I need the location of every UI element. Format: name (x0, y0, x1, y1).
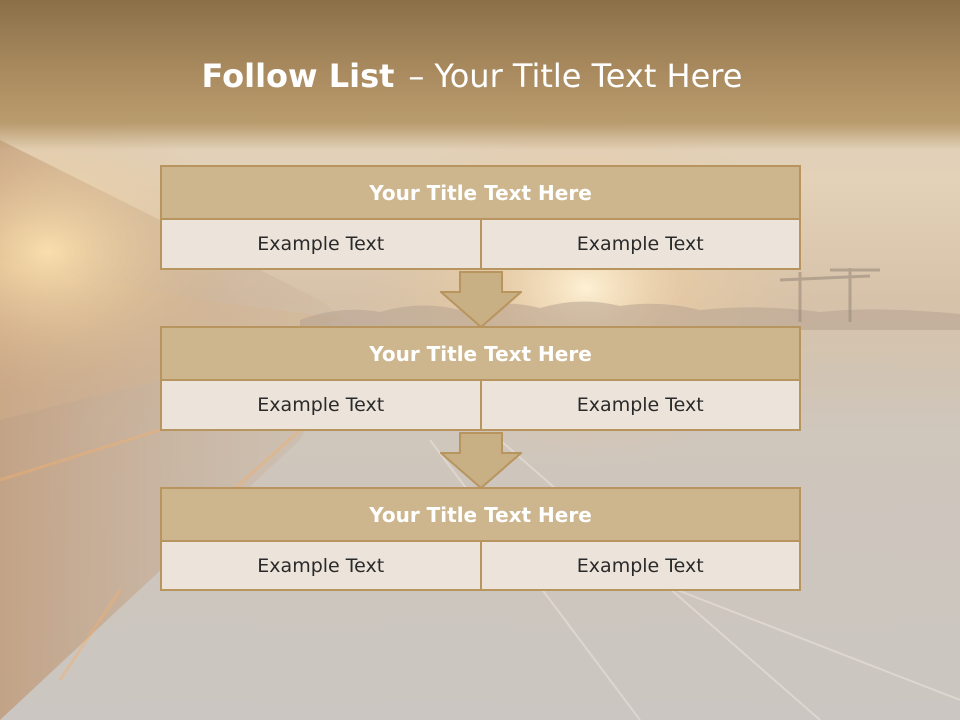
step-row: Example Text Example Text (160, 542, 801, 591)
step-title: Your Title Text Here (160, 165, 801, 220)
step-cell-left: Example Text (160, 381, 482, 431)
step-row: Example Text Example Text (160, 381, 801, 431)
step-cell-left: Example Text (160, 542, 482, 591)
step-cell-right: Example Text (481, 220, 801, 270)
step-title: Your Title Text Here (160, 326, 801, 381)
slide-title-strong: Follow List (201, 57, 395, 95)
title-band (0, 0, 960, 150)
step-block-1: Your Title Text Here Example Text Exampl… (160, 165, 801, 270)
step-cell-right: Example Text (481, 542, 801, 591)
step-cell-left: Example Text (160, 220, 482, 270)
down-arrow-icon (440, 432, 522, 489)
slide-title: Follow List–Your Title Text Here (0, 56, 944, 96)
step-row: Example Text Example Text (160, 220, 801, 270)
step-block-3: Your Title Text Here Example Text Exampl… (160, 487, 801, 591)
slide-title-rest: Your Title Text Here (434, 57, 743, 95)
step-title: Your Title Text Here (160, 487, 801, 542)
step-block-2: Your Title Text Here Example Text Exampl… (160, 326, 801, 431)
title-separator: – (408, 57, 425, 95)
step-cell-right: Example Text (481, 381, 801, 431)
down-arrow-icon (440, 271, 522, 328)
